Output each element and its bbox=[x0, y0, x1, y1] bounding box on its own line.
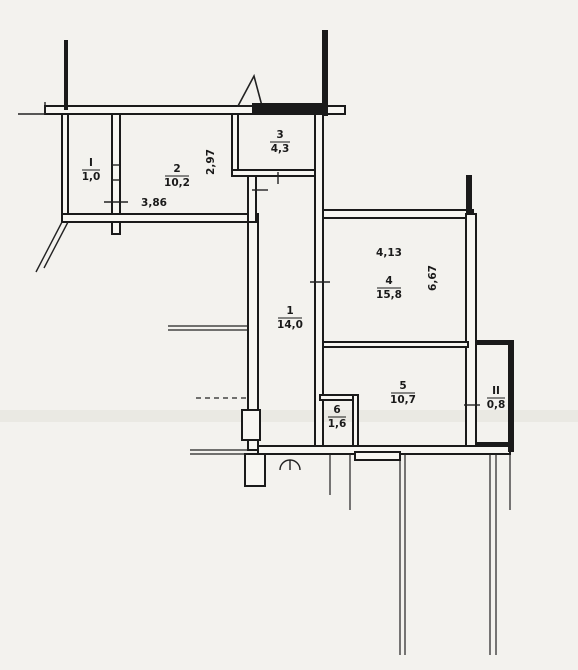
vent-block bbox=[252, 103, 322, 113]
room-label-4: 4 15,8 bbox=[376, 275, 402, 301]
room-label-2: 2 10,2 bbox=[164, 163, 190, 189]
left-riser bbox=[64, 40, 68, 110]
right-riser bbox=[466, 175, 472, 215]
room-I-area: 1,0 bbox=[82, 171, 101, 183]
room-4-area: 15,8 bbox=[376, 289, 402, 301]
room-5-number: 5 bbox=[399, 380, 406, 392]
room-label-5: 5 10,7 bbox=[390, 380, 416, 406]
room-6-number: 6 bbox=[333, 404, 340, 416]
walls bbox=[18, 30, 514, 655]
room2-bottom-wall bbox=[61, 213, 259, 223]
loggia-bottom-wall bbox=[476, 442, 510, 447]
shaft-wall bbox=[322, 30, 328, 116]
room-2-number: 2 bbox=[173, 163, 180, 175]
scan-streak bbox=[0, 410, 578, 422]
room-II-number: II bbox=[492, 385, 500, 397]
room6-top-wall bbox=[319, 394, 357, 401]
room-label-3: 3 4,3 bbox=[270, 129, 290, 155]
room-6-area: 1,6 bbox=[328, 418, 347, 430]
room-label-II: II 0,8 bbox=[487, 385, 506, 411]
room-5-area: 10,7 bbox=[390, 394, 416, 406]
balcony-line bbox=[35, 221, 63, 273]
room-4-number: 4 bbox=[385, 275, 392, 287]
room-1-number: 1 bbox=[286, 305, 293, 317]
room-1-area: 14,0 bbox=[277, 319, 303, 331]
room3-left-wall bbox=[231, 113, 239, 175]
room-3-area: 4,3 bbox=[271, 143, 290, 155]
dimension-room4-depth: 6,67 bbox=[427, 265, 439, 291]
loggia-top-wall bbox=[476, 340, 514, 345]
loggia-right-wall bbox=[508, 342, 514, 452]
room-label-6: 6 1,6 bbox=[328, 404, 347, 430]
room-3-number: 3 bbox=[276, 129, 283, 141]
room-I-number: I bbox=[89, 157, 93, 169]
room3-bottom-wall bbox=[231, 169, 318, 177]
riser-stack bbox=[241, 409, 261, 441]
right-outer-wall bbox=[465, 213, 477, 453]
room-label-I: I 1,0 bbox=[82, 157, 101, 183]
partition-I-2 bbox=[111, 113, 121, 235]
room-I-left-wall bbox=[61, 113, 69, 221]
room-2-area: 10,2 bbox=[164, 177, 190, 189]
entrance-right-block bbox=[354, 451, 401, 461]
dimension-room4-width: 4,13 bbox=[376, 247, 402, 259]
partition-4-5 bbox=[322, 341, 469, 348]
entrance-left-block bbox=[244, 453, 266, 487]
hall-left-wall bbox=[247, 221, 259, 451]
room6-right-wall bbox=[352, 394, 359, 448]
hall-right-wall bbox=[314, 113, 324, 455]
room2-hall-wall bbox=[247, 175, 257, 223]
stair-mark bbox=[236, 73, 264, 107]
room-label-1: 1 14,0 bbox=[277, 305, 303, 331]
dimension-room2-width: 3,86 bbox=[141, 197, 167, 209]
room-II-area: 0,8 bbox=[487, 399, 506, 411]
room4-top-wall bbox=[322, 209, 474, 219]
dimension-room2-depth: 2,97 bbox=[205, 149, 217, 175]
